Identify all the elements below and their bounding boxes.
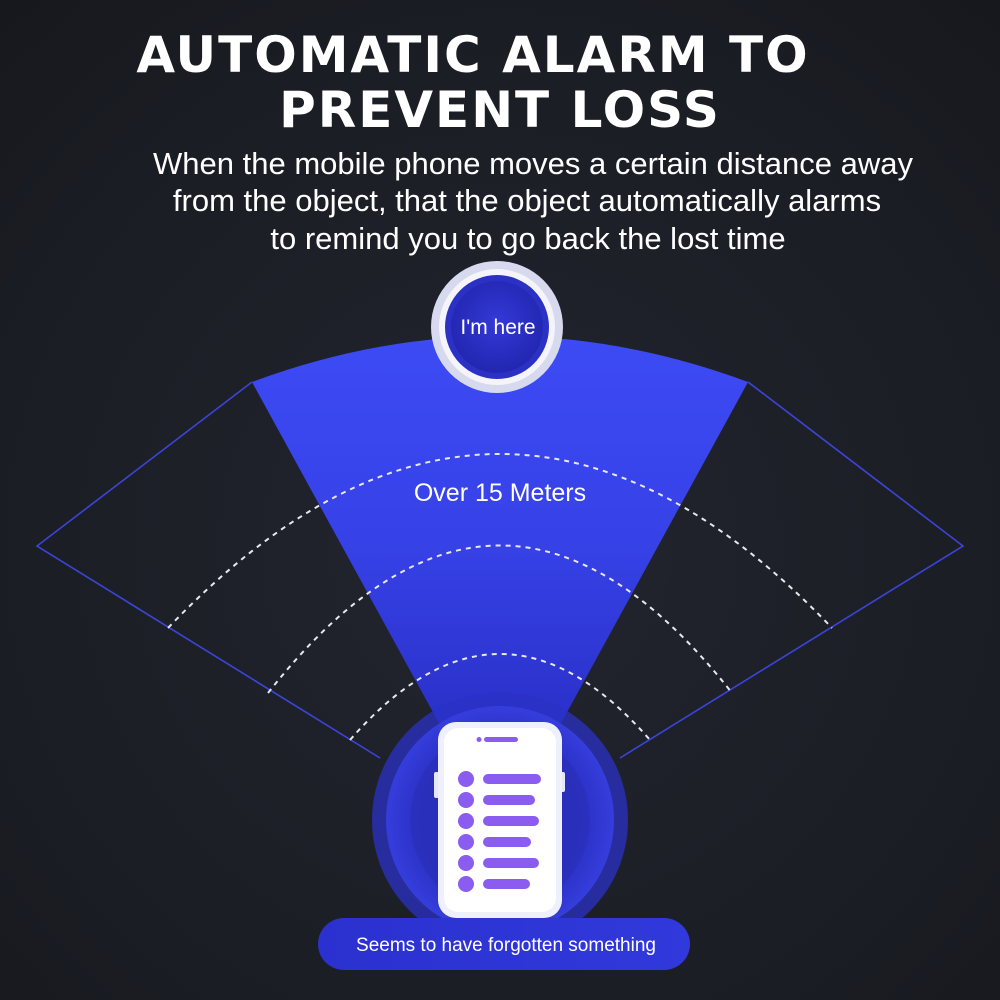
- range-arc-outer: [167, 453, 833, 629]
- description-line-1: When the mobile phone moves a certain di…: [153, 146, 913, 181]
- tracker-label: I'm here: [460, 316, 535, 339]
- signal-beam: [252, 336, 748, 725]
- status-label: Seems to have forgotten something: [356, 935, 656, 956]
- description-line-2: from the object, that the object automat…: [172, 183, 882, 218]
- description-line-3: to remind you to go back the lost time: [270, 221, 786, 256]
- tracker-tag-icon: I'm here: [431, 261, 563, 393]
- distance-label: Over 15 Meters: [414, 479, 586, 507]
- smartphone-icon: [434, 722, 565, 918]
- headline-line-1: AUTOMATIC ALARM TO: [136, 26, 810, 84]
- outer-range-outline: [35, 381, 965, 759]
- app-list: [458, 771, 541, 892]
- range-arc-middle: [267, 544, 733, 694]
- headline-line-2: PREVENT LOSS: [279, 81, 721, 139]
- status-pill: Seems to have forgotten something: [318, 918, 690, 970]
